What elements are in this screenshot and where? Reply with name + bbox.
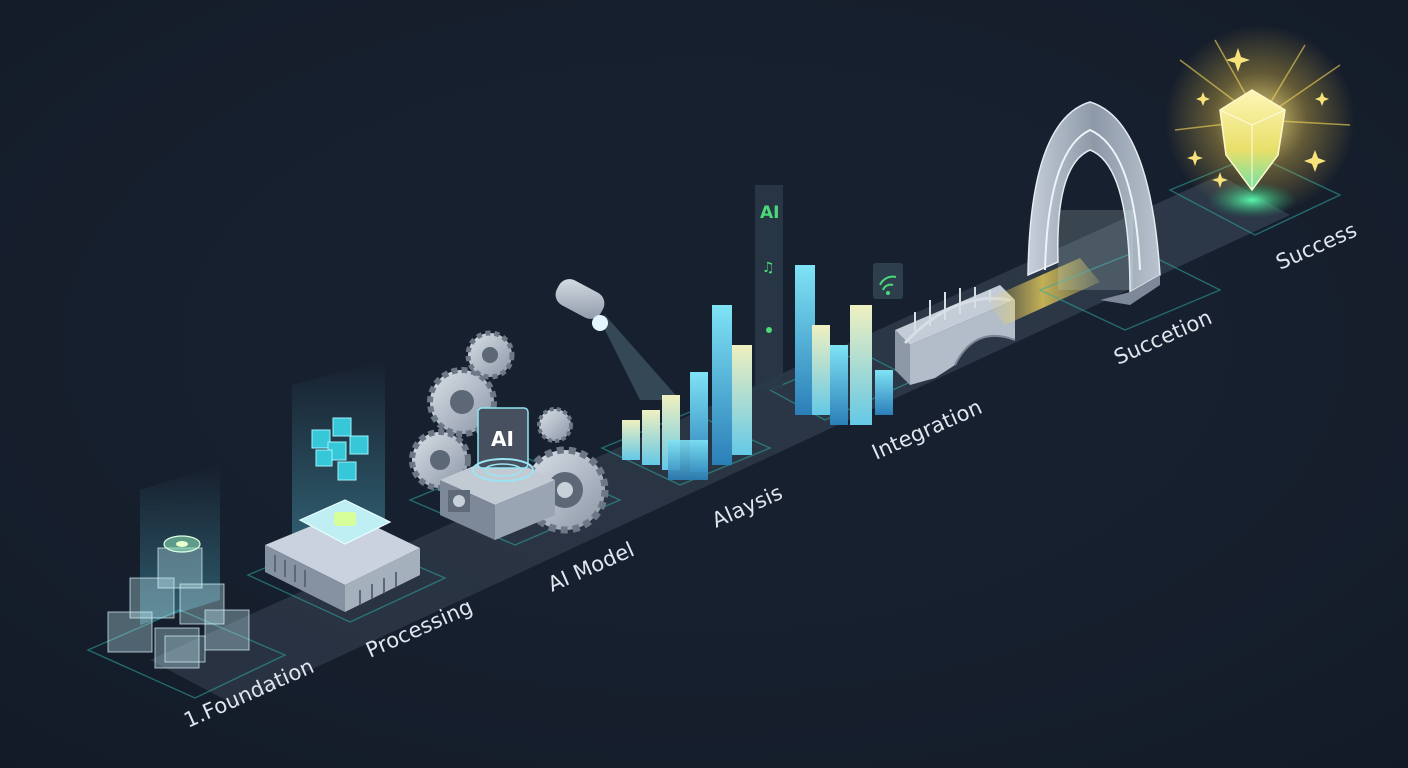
analysis-platform — [600, 411, 772, 486]
ai-chip-badge: AI — [472, 407, 534, 482]
music-note-icon: ♫ — [762, 260, 775, 276]
wifi-icon — [873, 263, 903, 299]
floating-cubes-icon — [311, 417, 369, 481]
glowing-crystal-icon — [1219, 89, 1286, 192]
bar-chart-icon — [622, 305, 752, 480]
panel-dot — [766, 327, 772, 333]
foundation-node-icon — [163, 535, 201, 553]
green-base-glow — [1207, 182, 1297, 218]
arch-portal-icon — [1027, 101, 1161, 305]
foundation-stage: 1.Foundation — [86, 465, 318, 733]
ai-chip-text: AI — [491, 427, 514, 451]
foundation-platform — [86, 609, 287, 699]
projector-icon — [555, 279, 680, 400]
analytics-panel: AI ♫ — [755, 185, 917, 425]
success-stage: Success — [1165, 25, 1361, 275]
cube-stack-icon — [107, 547, 250, 669]
bar-chart-secondary-icon — [795, 265, 893, 425]
sparkle-icon — [1187, 48, 1329, 188]
ai-display-panel — [755, 185, 783, 390]
succession-platform — [1038, 249, 1222, 331]
gear-machine-icon — [409, 330, 609, 540]
processor-chip-icon — [265, 499, 420, 612]
ai-panel-text: AI — [760, 203, 779, 223]
